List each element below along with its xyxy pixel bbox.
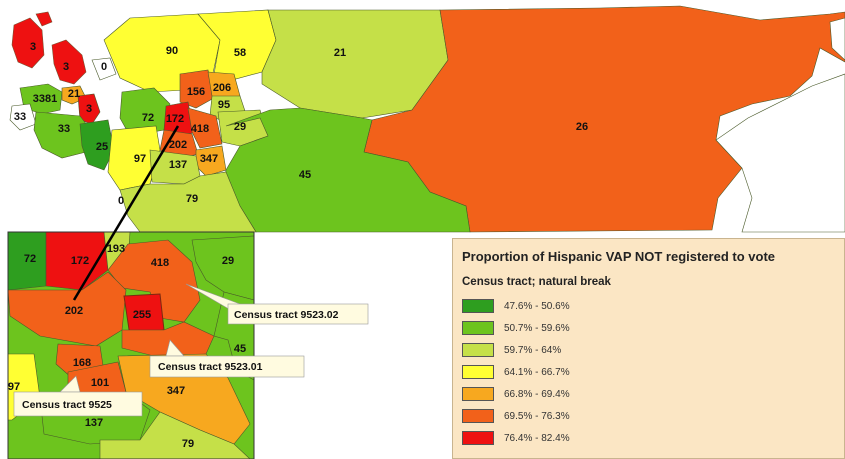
legend-range-label: 50.7% - 59.6% [504, 322, 570, 334]
tract-3b [51, 39, 87, 85]
tract-156 [179, 69, 215, 109]
label-58: 58 [234, 47, 246, 59]
legend-range-label: 47.6% - 50.6% [504, 300, 570, 312]
tract-45a [223, 107, 471, 233]
label-0: 0 [101, 61, 107, 73]
callout-9523-01: Census tract 9523.01 [149, 339, 305, 378]
legend-title: Proportion of Hispanic VAP NOT registere… [462, 249, 776, 264]
label-172a: 172 [166, 113, 184, 125]
legend-swatch [462, 321, 494, 335]
inset-label-347: 347 [167, 385, 185, 397]
legend-range-label: 59.7% - 64% [504, 344, 562, 356]
legend-panel: Proportion of Hispanic VAP NOT registere… [452, 238, 845, 459]
tract-3a [11, 17, 45, 69]
tract-33b [33, 111, 95, 159]
inset-label-79: 79 [182, 438, 194, 450]
legend-range-label: 64.1% - 66.7% [504, 366, 570, 378]
label-3381: 3381 [33, 93, 57, 105]
legend-item: 69.5% - 76.3% [462, 409, 570, 423]
label-95: 95 [218, 99, 230, 111]
callout-9523-02: Census tract 9523.02 [185, 283, 369, 325]
label-21a: 21 [334, 47, 346, 59]
label-26: 26 [576, 121, 588, 133]
tract-25 [79, 119, 115, 171]
label-33b: 33 [58, 123, 70, 135]
label-21b: 21 [68, 88, 80, 100]
callout-text: Census tract 9523.02 [234, 309, 339, 321]
legend-swatch [462, 431, 494, 445]
label-418a: 418 [191, 123, 209, 135]
legend-swatch [462, 409, 494, 423]
inset-map: 72 172 193 418 29 202 255 45 168 101 347… [7, 231, 255, 459]
legend-swatch [462, 387, 494, 401]
legend-item: 47.6% - 50.6% [462, 299, 570, 313]
inset-tract-79 [99, 411, 251, 459]
tract-small-red [35, 11, 53, 27]
inset-label-45: 45 [234, 343, 246, 355]
inset-label-172: 172 [71, 255, 89, 267]
inset-label-255: 255 [133, 309, 151, 321]
legend-subtitle: Census tract; natural break [462, 276, 611, 288]
label-29a: 29 [234, 121, 246, 133]
tract-33a [9, 103, 37, 131]
label-156: 156 [187, 86, 205, 98]
callout-box [149, 355, 305, 378]
legend-swatch [462, 365, 494, 379]
label-3b: 3 [63, 61, 69, 73]
label-25: 25 [96, 141, 108, 153]
legend-item: 76.4% - 82.4% [462, 431, 570, 445]
inset-label-137: 137 [85, 417, 103, 429]
inset-label-193: 193 [107, 243, 125, 255]
tract-79a [119, 171, 257, 233]
label-206: 206 [213, 82, 231, 94]
label-33a: 33 [14, 111, 26, 123]
overview-map: 3 3 0 90 58 21 3381 21 3 33 33 72 156 20… [9, 5, 845, 233]
inset-label-202: 202 [65, 305, 83, 317]
water-island [91, 57, 117, 81]
label-137a: 137 [169, 159, 187, 171]
label-202a: 202 [169, 139, 187, 151]
tract-418a [187, 107, 223, 149]
legend-range-label: 69.5% - 76.3% [504, 410, 570, 422]
legend-swatch [462, 299, 494, 313]
legend-item: 66.8% - 69.4% [462, 387, 570, 401]
inset-label-418: 418 [151, 257, 169, 269]
label-3c: 3 [86, 103, 92, 115]
legend-range-label: 76.4% - 82.4% [504, 432, 570, 444]
callout-9525: Census tract 9525 [13, 375, 143, 417]
inset-label-29: 29 [222, 255, 234, 267]
label-3a: 3 [30, 41, 36, 53]
label-79a: 79 [186, 193, 198, 205]
label-45a: 45 [299, 169, 311, 181]
legend-item: 59.7% - 64% [462, 343, 561, 357]
zoom-connector-line [72, 125, 180, 301]
legend-item: 64.1% - 66.7% [462, 365, 570, 379]
inset-label-97: 97 [8, 381, 20, 393]
label-97a: 97 [134, 153, 146, 165]
callout-box [227, 303, 369, 325]
label-90: 90 [166, 45, 178, 57]
callout-box [13, 391, 143, 417]
legend-range-label: 66.8% - 69.4% [504, 388, 570, 400]
coast-notch [829, 17, 845, 61]
coast-white [715, 73, 845, 233]
legend-swatch [462, 343, 494, 357]
label-0b: 0 [118, 195, 124, 207]
legend-item: 50.7% - 59.6% [462, 321, 570, 335]
label-72a: 72 [142, 112, 154, 124]
label-347a: 347 [200, 153, 218, 165]
inset-frame [7, 231, 255, 459]
callout-text: Census tract 9525 [22, 399, 112, 411]
inset-label-72: 72 [24, 253, 36, 265]
inset-label-168: 168 [73, 357, 91, 369]
callout-text: Census tract 9523.01 [158, 361, 263, 373]
inset-tract-9523-01 [121, 321, 215, 359]
inset-label-101: 101 [91, 377, 109, 389]
